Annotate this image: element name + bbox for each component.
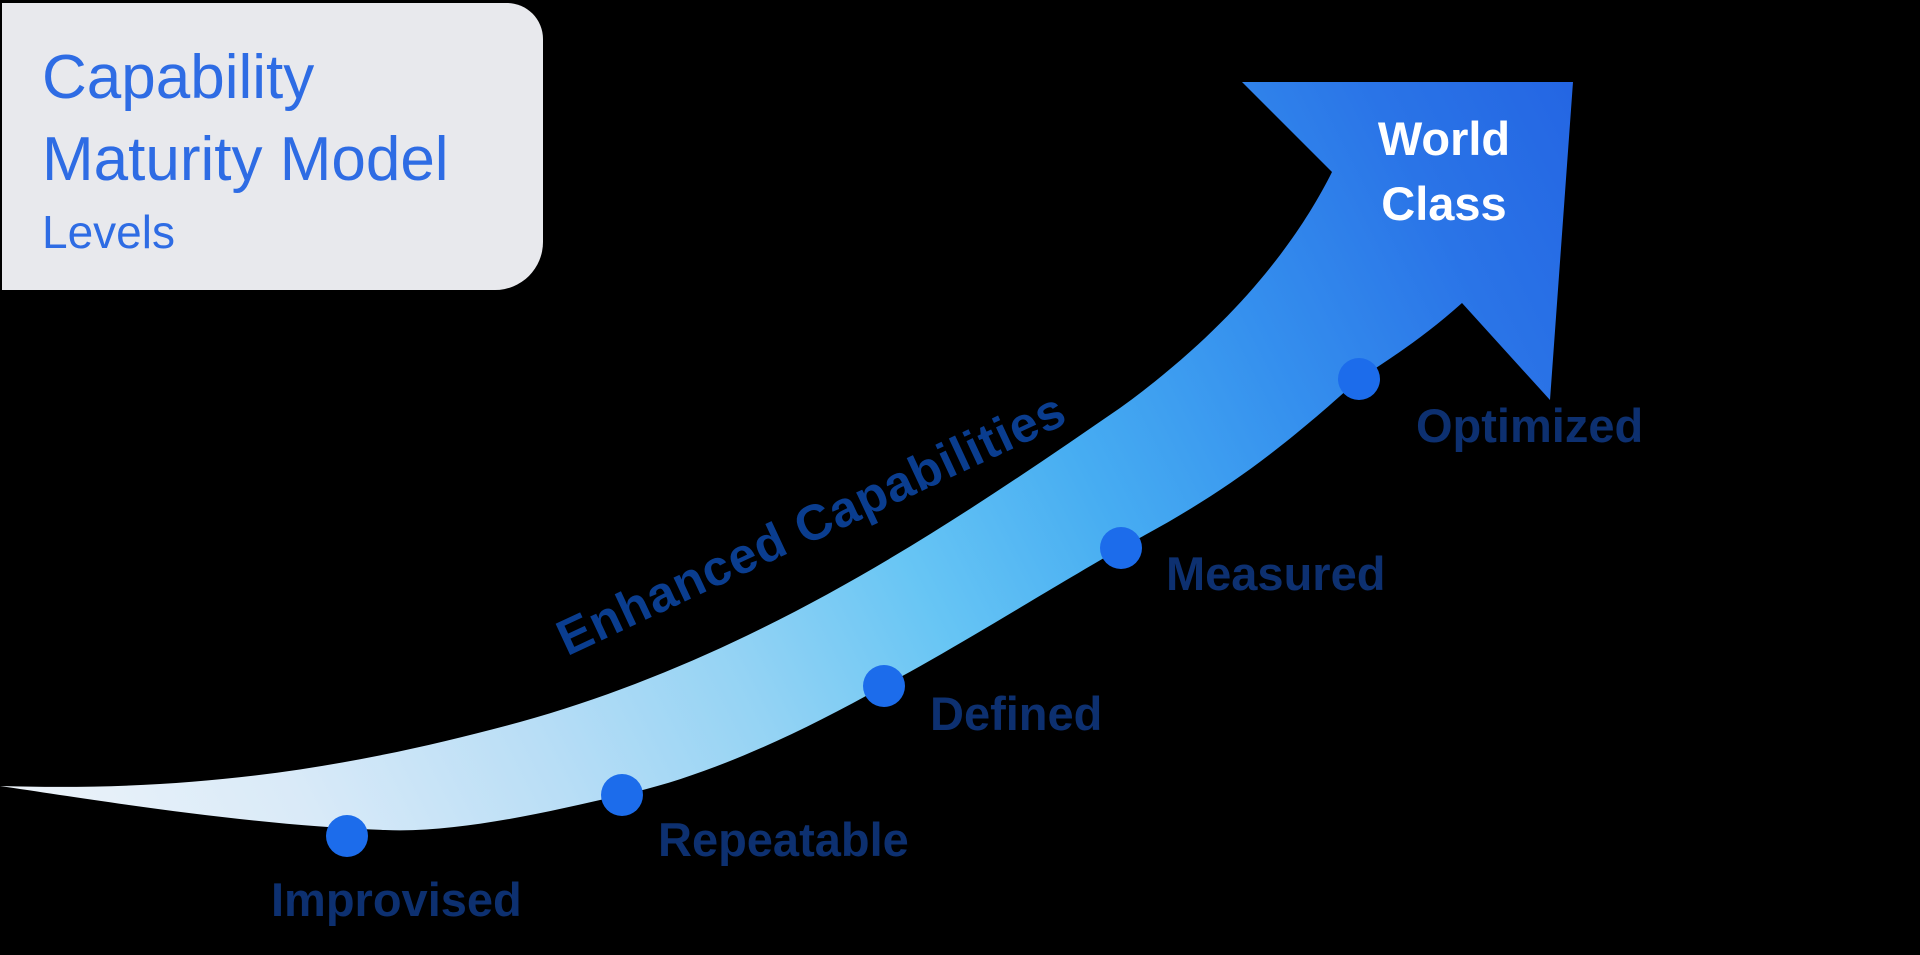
level-label-optimized: Optimized <box>1416 399 1644 452</box>
title-card: Capability Maturity Model Levels <box>2 3 543 290</box>
level-dot-repeatable <box>601 774 643 816</box>
level-label-repeatable: Repeatable <box>658 813 909 866</box>
world-class-line-1: World <box>1377 112 1511 165</box>
level-dot-optimized <box>1338 358 1380 400</box>
world-class-line-2: Class <box>1381 177 1507 230</box>
level-label-measured: Measured <box>1166 547 1386 600</box>
level-dot-defined <box>863 665 905 707</box>
level-dot-measured <box>1100 527 1142 569</box>
level-label-improvised: Improvised <box>271 873 522 926</box>
swoosh-arrow-shape <box>0 82 1573 831</box>
title-line-2: Maturity Model <box>42 125 449 194</box>
level-dot-improvised <box>326 815 368 857</box>
level-label-defined: Defined <box>930 687 1103 740</box>
title-line-1: Capability <box>42 43 315 112</box>
title-line-3: Levels <box>42 206 175 258</box>
world-class-label: World Class <box>1318 106 1570 236</box>
